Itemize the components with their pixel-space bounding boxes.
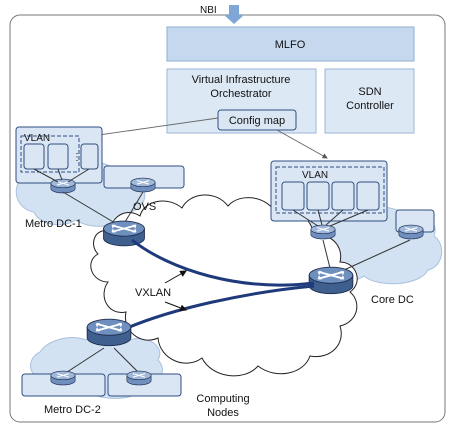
metro-dc2-label: Metro DC-2: [44, 404, 101, 416]
vxlan-arrow-lower: [164, 301, 188, 312]
vlan-group-right: [275, 166, 385, 214]
core-dc-label: Core DC: [371, 294, 414, 306]
router-icon: [308, 266, 354, 295]
central-cloud: [90, 194, 358, 377]
ovs-label: OVS: [133, 201, 156, 213]
computing-nodes-label-line2: Nodes: [207, 407, 239, 419]
vm-left-1[interactable]: [23, 143, 45, 170]
vm-right-2[interactable]: [306, 181, 330, 211]
nbi-label: NBI: [200, 5, 217, 16]
switch-icon: [398, 224, 424, 240]
down-arrow-icon: [224, 5, 244, 24]
mlfo-label: MLFO: [275, 39, 306, 51]
config-map-label: Config map: [229, 115, 285, 127]
vio-label-line2: Orchestrator: [210, 88, 271, 100]
vlan-right-label: VLAN: [302, 170, 328, 181]
metro-dc1-label: Metro DC-1: [25, 218, 82, 230]
router-icon: [86, 318, 132, 347]
vxlan-tunnel-lower: [117, 284, 315, 334]
config-map-box[interactable]: [217, 109, 297, 131]
mlfo-box[interactable]: [166, 26, 415, 62]
sdn-label-line1: SDN: [358, 86, 381, 98]
config-arrow-right: [276, 129, 328, 159]
vm-ellipsis: ⋮: [72, 152, 82, 163]
sdn-label-line2: Controller: [346, 100, 394, 112]
switch-icon: [126, 370, 152, 386]
vm-right-1[interactable]: [281, 181, 305, 211]
vxlan-tunnel-upper: [131, 238, 315, 287]
vxlan-arrow-upper: [164, 270, 188, 284]
switch-icon: [310, 224, 336, 240]
router-icon: [102, 220, 146, 247]
vxlan-label: VXLAN: [135, 287, 171, 299]
vm-left-3[interactable]: [80, 143, 99, 170]
computing-nodes-label-line1: Computing: [196, 393, 249, 405]
sdn-controller-box[interactable]: [324, 68, 415, 134]
vlan-group-left: [20, 135, 80, 173]
switch-icon: [130, 177, 156, 193]
switch-icon: [50, 178, 76, 194]
vm-right-3[interactable]: [331, 181, 355, 211]
switch-icon: [50, 370, 76, 386]
vio-label-line1: Virtual Infrastructure: [192, 74, 291, 86]
vm-left-2[interactable]: [47, 143, 69, 170]
vm-right-4[interactable]: [356, 181, 380, 211]
vlan-left-label: VLAN: [24, 133, 50, 144]
